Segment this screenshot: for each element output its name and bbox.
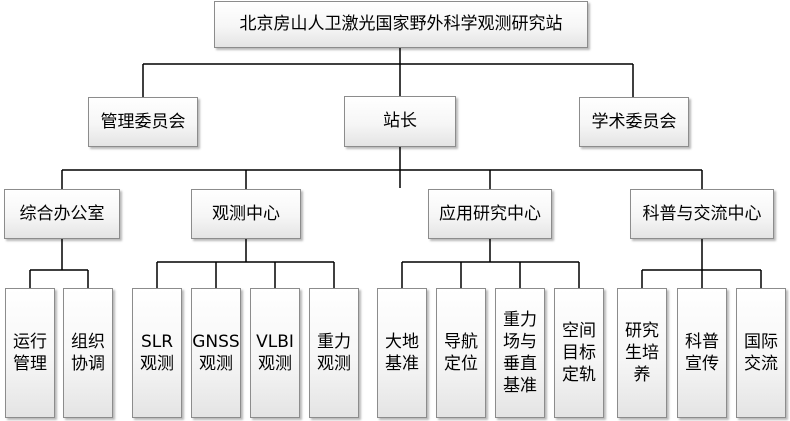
unit-box: 科普 宣传: [677, 288, 727, 418]
management-committee-box: 管理委员会: [88, 97, 198, 147]
academic-committee-label: 学术委员会: [591, 111, 677, 132]
department-science-outreach-center-box: 科普与交流中心: [630, 189, 774, 239]
unit-box: 空间 目标 定轨: [554, 288, 604, 418]
unit-label: 国际 交流: [744, 331, 778, 374]
unit-box: 大地 基准: [377, 288, 427, 418]
unit-box: SLR 观测: [132, 288, 182, 418]
director-box: 站长: [344, 96, 456, 147]
unit-label: 研究 生培 养: [625, 320, 659, 386]
department-label: 观测中心: [212, 203, 280, 224]
director-label: 站长: [383, 111, 417, 132]
unit-box: GNSS 观测: [191, 288, 241, 418]
academic-committee-box: 学术委员会: [579, 97, 689, 147]
unit-box: 研究 生培 养: [617, 288, 667, 418]
root-station-box: 北京房山人卫激光国家野外科学观测研究站: [214, 1, 588, 48]
unit-label: 重力 场与 垂直 基准: [503, 309, 537, 397]
department-observation-center-box: 观测中心: [191, 189, 301, 239]
unit-label: GNSS 观测: [192, 331, 240, 374]
root-station-label: 北京房山人卫激光国家野外科学观测研究站: [239, 14, 563, 35]
unit-label: 运行 管理: [13, 331, 47, 374]
unit-box: 运行 管理: [5, 288, 55, 418]
unit-label: VLBI 观测: [256, 331, 294, 374]
unit-label: 导航 定位: [444, 331, 478, 374]
department-label: 科普与交流中心: [642, 203, 762, 224]
unit-label: 组织 协调: [71, 331, 105, 374]
management-committee-label: 管理委员会: [100, 111, 186, 132]
department-general-office-box: 综合办公室: [4, 189, 120, 239]
department-label: 综合办公室: [19, 203, 105, 224]
unit-label: 空间 目标 定轨: [562, 320, 596, 386]
unit-label: 科普 宣传: [685, 331, 719, 374]
unit-box: 重力 场与 垂直 基准: [495, 288, 545, 418]
unit-label: SLR 观测: [140, 331, 174, 374]
department-applied-research-center-box: 应用研究中心: [428, 189, 552, 239]
unit-box: 导航 定位: [436, 288, 486, 418]
unit-box: 组织 协调: [63, 288, 113, 418]
unit-box: 国际 交流: [736, 288, 786, 418]
unit-box: VLBI 观测: [250, 288, 300, 418]
department-label: 应用研究中心: [439, 203, 541, 224]
unit-label: 大地 基准: [385, 331, 419, 374]
unit-box: 重力 观测: [309, 288, 359, 418]
unit-label: 重力 观测: [317, 331, 351, 374]
